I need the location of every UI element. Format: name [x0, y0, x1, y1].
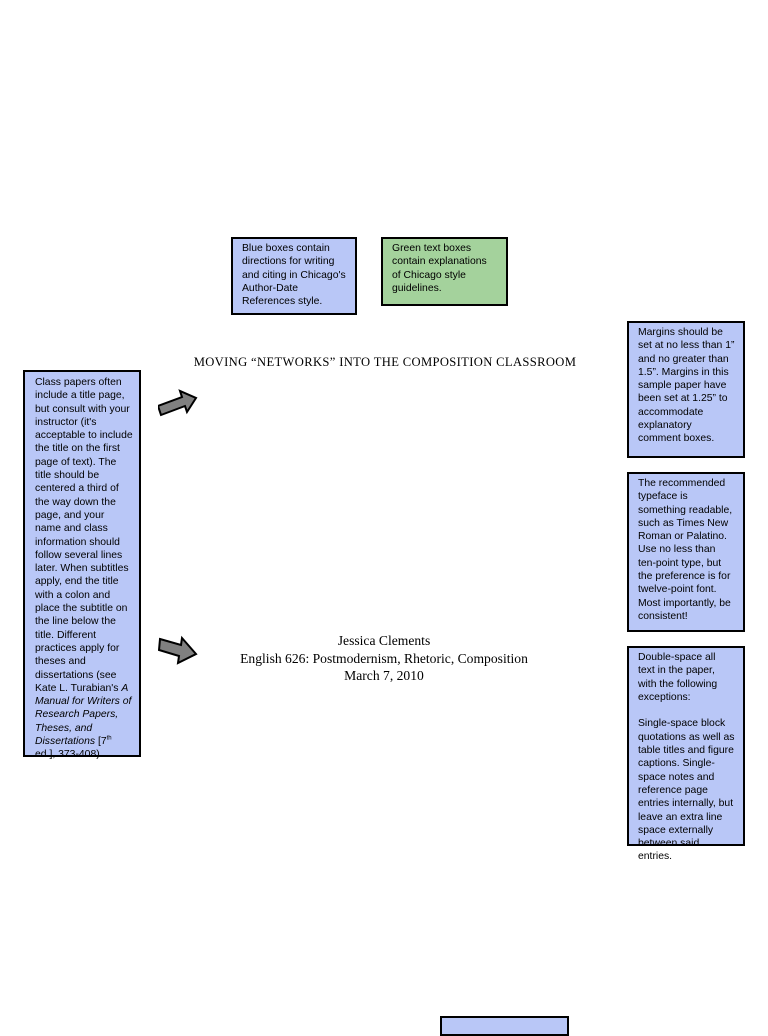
legend-green-text: Green text boxes contain explanations of…	[392, 243, 487, 294]
arrow-to-title-icon	[158, 389, 198, 417]
left-note-text: Class papers often include a title page,…	[35, 377, 133, 694]
legend-blue-text-1: Blue boxes contain directions for writin…	[242, 243, 335, 281]
bottom-partial-box	[440, 1016, 569, 1036]
left-note-edition: [7	[95, 736, 107, 748]
spacing-note-text-1: Double-space all text in the paper, with…	[638, 652, 718, 703]
legend-blue-text-2: Chicago's	[300, 269, 346, 281]
left-note-box: Class papers often include a title page,…	[23, 370, 141, 761]
spacing-note-box: Double-space all text in the paper, with…	[627, 646, 745, 862]
legend-green-box: Green text boxes contain explanations of…	[381, 237, 508, 306]
legend-blue-box: Blue boxes contain directions for writin…	[231, 237, 357, 315]
author-name: Jessica Clements	[337, 633, 431, 648]
course-name: English 626: Postmodernism, Rhetoric, Co…	[240, 650, 528, 666]
left-note-pages: ed.], 373-408).	[35, 749, 103, 761]
margins-note-text: Margins should be set at no less than 1”…	[638, 327, 735, 445]
margins-note-box: Margins should be set at no less than 1”…	[627, 321, 745, 458]
typeface-note-text: The recommended typeface is something re…	[638, 478, 733, 622]
author-block: Jessica Clements English 626: Postmodern…	[150, 632, 618, 685]
typeface-note-box: The recommended typeface is something re…	[627, 472, 745, 632]
paper-title: MOVING “NETWORKS” INTO THE COMPOSITION C…	[193, 355, 577, 369]
paper-date: March 7, 2010	[344, 668, 424, 683]
spacing-note-text-2: Single-space block quotations as well as…	[638, 718, 735, 863]
left-note-book-title: A Manual for Writers of Research Papers,…	[35, 682, 132, 748]
legend-blue-text-3: Author-Date References style.	[242, 282, 323, 308]
arrow-to-author-icon	[158, 635, 198, 665]
left-note-sup: th	[106, 735, 112, 742]
